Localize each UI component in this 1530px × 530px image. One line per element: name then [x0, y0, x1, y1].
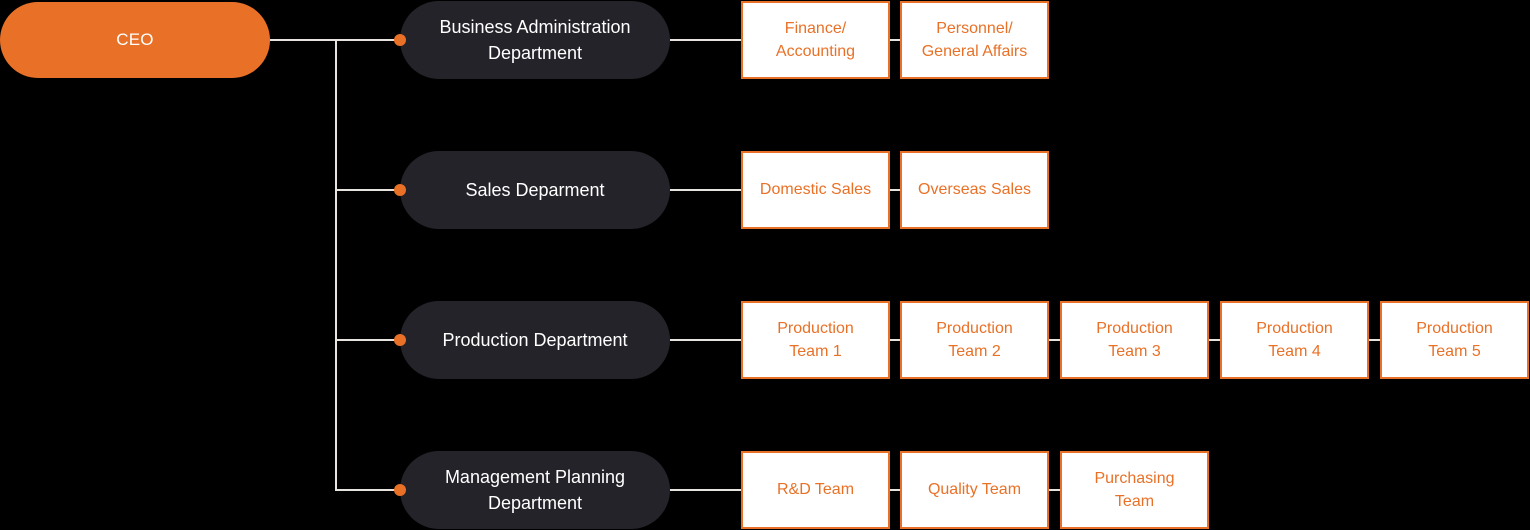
- team-connector-line: [1209, 339, 1220, 341]
- team-node-production-team-4: Production Team 4: [1220, 301, 1369, 379]
- team-connector-line: [890, 39, 900, 41]
- branch-line-sales: [335, 189, 400, 191]
- team-connector-line: [1369, 339, 1380, 341]
- team-connector-line: [890, 339, 900, 341]
- branch-line-management-planning: [335, 489, 400, 491]
- team-node-quality-team: Quality Team: [900, 451, 1049, 529]
- dept-team-connector-management-planning: [670, 489, 741, 491]
- team-node-domestic-sales: Domestic Sales: [741, 151, 890, 229]
- team-node-rd-team: R&D Team: [741, 451, 890, 529]
- branch-line-production: [335, 339, 400, 341]
- dept-team-connector-business-admin: [670, 39, 741, 41]
- team-node-production-team-3: Production Team 3: [1060, 301, 1209, 379]
- trunk-line: [335, 39, 337, 491]
- team-node-finance-accounting: Finance/ Accounting: [741, 1, 890, 79]
- team-connector-line: [890, 489, 900, 491]
- dept-node-production: Production Department: [400, 301, 670, 379]
- ceo-trunk-connector-line: [270, 39, 337, 41]
- dept-team-connector-sales: [670, 189, 741, 191]
- connector-dot-production: [394, 334, 406, 346]
- team-connector-line: [890, 189, 900, 191]
- team-node-production-team-5: Production Team 5: [1380, 301, 1529, 379]
- connector-dot-business-admin: [394, 34, 406, 46]
- ceo-node: CEO: [0, 2, 270, 78]
- dept-node-sales: Sales Deparment: [400, 151, 670, 229]
- dept-node-management-planning: Management Planning Department: [400, 451, 670, 529]
- team-node-production-team-1: Production Team 1: [741, 301, 890, 379]
- dept-node-business-admin: Business Administration Department: [400, 1, 670, 79]
- branch-line-business-admin: [335, 39, 400, 41]
- team-node-personnel-general-affairs: Personnel/ General Affairs: [900, 1, 1049, 79]
- team-node-purchasing-team: Purchasing Team: [1060, 451, 1209, 529]
- team-node-overseas-sales: Overseas Sales: [900, 151, 1049, 229]
- team-connector-line: [1049, 339, 1060, 341]
- connector-dot-sales: [394, 184, 406, 196]
- team-node-production-team-2: Production Team 2: [900, 301, 1049, 379]
- dept-team-connector-production: [670, 339, 741, 341]
- team-connector-line: [1049, 489, 1060, 491]
- connector-dot-management-planning: [394, 484, 406, 496]
